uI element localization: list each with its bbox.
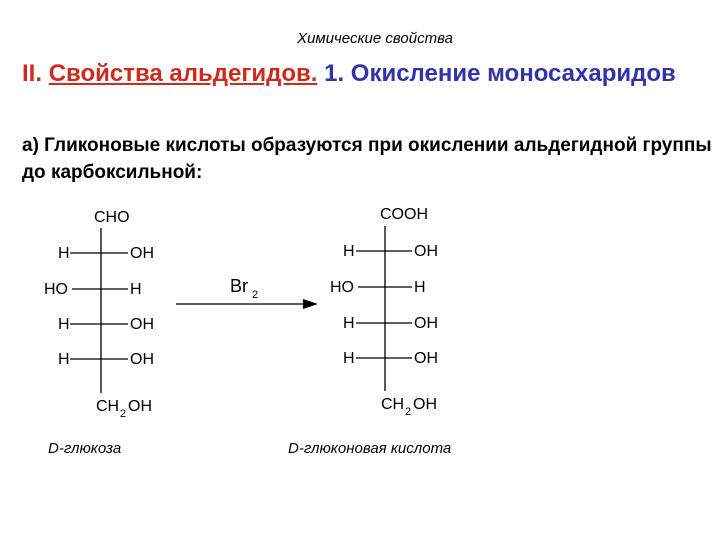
gluconic-acid-structure: COOH H OH HO H H OH H OH CH 2 OH <box>330 206 438 418</box>
product-r2-left: HO <box>330 279 354 296</box>
glucose-r3-right: OH <box>130 316 154 333</box>
glucose-bottom-ch: CH <box>96 398 119 415</box>
title-roman-numeral: II. <box>22 60 43 87</box>
product-r1-left: H <box>343 243 355 260</box>
gluconic-acid-caption: D-глюконовая кислота <box>288 440 452 457</box>
title-rest: 1. Окисление моносахаридов <box>324 60 676 87</box>
product-bottom-ch: CH <box>381 396 404 413</box>
glucose-bottom-oh: OH <box>128 398 152 415</box>
reagent-subscript: 2 <box>252 289 258 301</box>
glucose-bottom-sub: 2 <box>120 408 126 420</box>
glucose-r2-right: H <box>130 281 142 298</box>
slide-title: II. Свойства альдегидов. 1. Окисление мо… <box>22 58 702 89</box>
glucose-caption: D-глюкоза <box>48 440 122 457</box>
glucose-top-group: CHO <box>94 209 130 226</box>
glucose-r2-left: HO <box>44 281 68 298</box>
arrow-head-icon <box>303 299 318 309</box>
product-bottom-sub: 2 <box>405 406 411 418</box>
product-r1-right: OH <box>414 243 438 260</box>
glucose-r1-right: OH <box>130 245 154 262</box>
product-top-group: COOH <box>380 206 428 223</box>
glucose-r4-right: OH <box>130 351 154 368</box>
product-r3-left: H <box>343 315 355 332</box>
title-section: Свойства альдегидов. <box>48 60 318 87</box>
glucose-r4-left: H <box>58 351 70 368</box>
product-r4-right: OH <box>414 350 438 367</box>
glucose-structure: CHO H OH HO H H OH H OH CH 2 OH <box>44 209 154 420</box>
glucose-r1-left: H <box>58 245 70 262</box>
glucose-r3-left: H <box>58 316 70 333</box>
reagent-label: Br <box>230 276 248 296</box>
slide-header: Химические свойства <box>297 30 453 47</box>
product-r4-left: H <box>343 350 355 367</box>
slide-subtitle: а) Гликоновые кислоты образуются при оки… <box>22 135 712 183</box>
product-r3-right: OH <box>414 315 438 332</box>
product-r2-right: H <box>414 279 426 296</box>
reaction-arrow: Br 2 <box>176 276 318 309</box>
product-bottom-oh: OH <box>413 396 437 413</box>
